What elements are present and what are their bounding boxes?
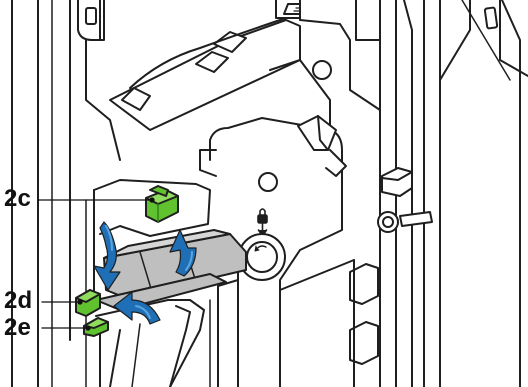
callout-2c: 2c [4, 187, 31, 211]
callout-2d: 2d [4, 289, 32, 313]
leader-2d-dot [78, 300, 82, 304]
callout-2e: 2e [4, 316, 31, 340]
leader-2e-dot [86, 326, 90, 330]
leader-2c-dot [150, 198, 154, 202]
